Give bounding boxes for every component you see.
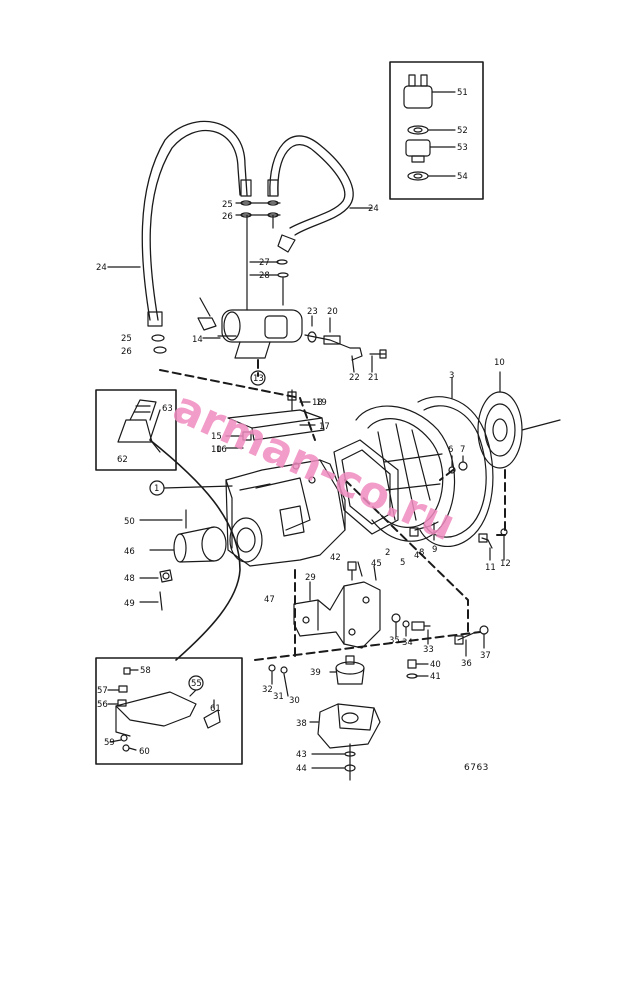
callout-label: 21	[368, 373, 379, 383]
callout-label: 28	[259, 271, 270, 281]
callout-label: 11	[485, 563, 496, 573]
hose-fittings	[147, 179, 296, 354]
flywheel-housing-drawing	[355, 405, 456, 542]
callout-labels: 1 2 3 4 5 6 7 8 9 10 10 11 12 13 14 15 1…	[96, 88, 511, 774]
callout-label: 45	[371, 559, 382, 569]
mount-fasteners-drawing	[391, 613, 489, 657]
callout-circle-55	[188, 675, 204, 691]
callout-label: 46	[124, 547, 135, 557]
inset-box-sender	[389, 61, 484, 200]
output-flange-drawing	[139, 509, 227, 611]
callout-label: 63	[162, 404, 173, 414]
callout-label: 24	[368, 204, 379, 214]
callout-label: 15	[211, 432, 222, 442]
callout-label: 22	[349, 373, 360, 383]
callout-label: 43	[296, 750, 307, 760]
callout-label: 4	[414, 551, 419, 561]
callout-label: 31	[273, 692, 284, 702]
callout-label: 26	[222, 212, 233, 222]
control-cable	[149, 439, 241, 661]
callout-label: 48	[124, 574, 135, 584]
callout-label: 10	[211, 445, 222, 455]
callout-label: 32	[262, 685, 273, 695]
callout-label: 33	[423, 645, 434, 655]
callout-label: 19	[316, 398, 327, 408]
inset-box-lever	[95, 389, 177, 471]
callout-label: 29	[305, 573, 316, 583]
callout-label: 40	[430, 660, 441, 670]
callout-label: 44	[296, 764, 307, 774]
callout-label: 49	[124, 599, 135, 609]
callout-label: 30	[289, 696, 300, 706]
callout-label: 23	[307, 307, 318, 317]
callout-label: 27	[259, 258, 270, 268]
callout-label: 34	[402, 638, 413, 648]
callout-label: 53	[457, 143, 468, 153]
callout-label: 6	[448, 445, 453, 455]
callout-label: 54	[457, 172, 468, 182]
gasket-drawing	[417, 377, 494, 547]
pump-drawing	[197, 297, 303, 359]
callout-label: 3	[449, 371, 454, 381]
callout-label: 55	[191, 679, 202, 689]
inset-box-bracket	[95, 657, 243, 765]
figure-number: 6763	[464, 763, 489, 773]
engine-mount-drawing	[268, 655, 429, 781]
callout-label: 5	[400, 558, 405, 568]
callout-label: 61	[210, 704, 221, 714]
callout-label: 60	[139, 747, 150, 757]
cooling-hoses	[107, 120, 373, 321]
callout-label: 36	[461, 659, 472, 669]
coupling-plate-drawing	[477, 371, 561, 469]
callout-label: 8	[419, 548, 424, 558]
callout-label: 51	[457, 88, 468, 98]
callout-label: 12	[500, 559, 511, 569]
callout-label: 10	[494, 358, 505, 368]
callout-label: 38	[296, 719, 307, 729]
callout-label: 25	[121, 334, 132, 344]
callout-label: 52	[457, 126, 468, 136]
callout-label: 20	[327, 307, 338, 317]
callout-label: 35	[389, 636, 400, 646]
sender-unit-drawing	[403, 74, 456, 181]
callout-label: 57	[97, 686, 108, 696]
callout-label: 17	[319, 422, 330, 432]
callout-label: 2	[385, 548, 390, 558]
callout-circle-13	[250, 370, 266, 386]
lever-drawing	[117, 399, 161, 453]
callout-label: 39	[310, 668, 321, 678]
fastener-drawings	[409, 455, 508, 561]
callout-label: 41	[430, 672, 441, 682]
callout-label: 58	[140, 666, 151, 676]
callout-label: 18	[312, 398, 323, 408]
callout-label: 9	[432, 545, 437, 555]
callout-label: 42	[330, 553, 341, 563]
callout-label: 16	[216, 445, 227, 455]
oil-pipe-drawing	[304, 315, 387, 373]
callout-label: 56	[97, 700, 108, 710]
callout-label: 14	[192, 335, 203, 345]
callout-label: 1	[154, 484, 159, 494]
callout-label: 7	[460, 445, 465, 455]
adapter-plate-drawing	[333, 439, 399, 535]
callout-label: 24	[96, 263, 107, 273]
callout-label: 26	[121, 347, 132, 357]
callout-label: 47	[264, 595, 275, 605]
mount-bracket-drawing	[293, 561, 381, 649]
callout-label: 37	[480, 651, 491, 661]
cable-bracket-drawing	[107, 667, 221, 752]
callout-label: 62	[117, 455, 128, 465]
callout-label: 59	[104, 738, 115, 748]
callout-label: 25	[222, 200, 233, 210]
callout-label: 50	[124, 517, 135, 527]
callout-label: 13	[253, 374, 264, 384]
bracket-drawing	[225, 389, 325, 449]
